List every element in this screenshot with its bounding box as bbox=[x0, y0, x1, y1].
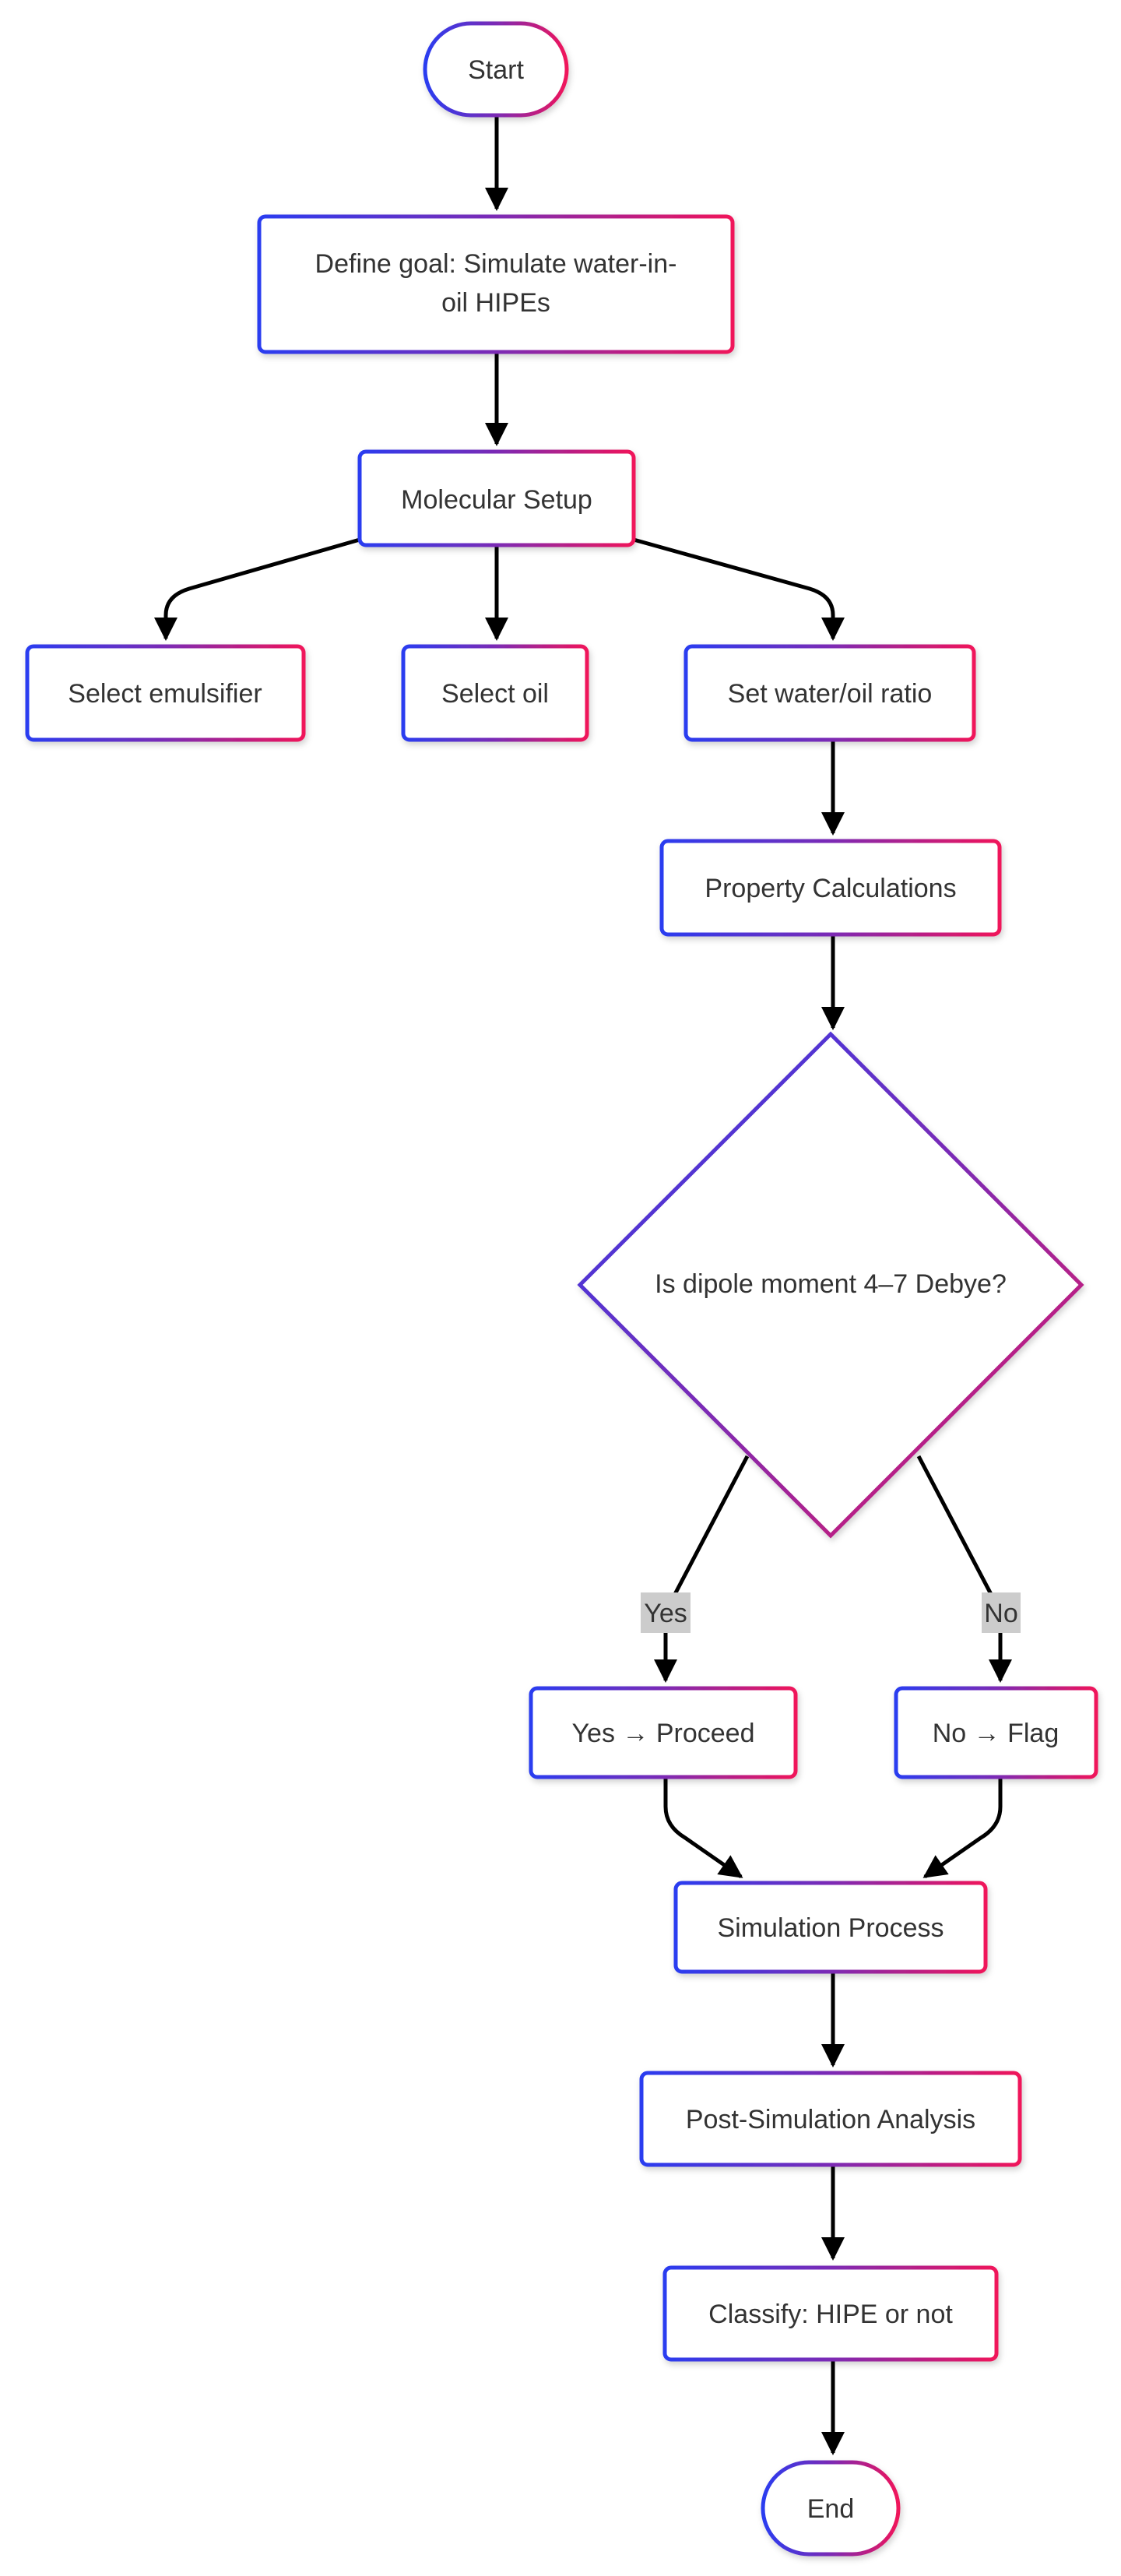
node-yes-proceed: Yes → Proceed bbox=[529, 1686, 798, 1779]
edge-no-flag-to-simulation bbox=[922, 1777, 1003, 1879]
node-set-ratio-label: Set water/oil ratio bbox=[728, 679, 933, 709]
node-select-oil-label: Select oil bbox=[441, 679, 549, 709]
node-define-goal-label-line2: oil HIPEs bbox=[441, 288, 550, 318]
node-decision: Is dipole moment 4–7 Debye? bbox=[577, 1031, 1084, 1539]
node-decision-label: Is dipole moment 4–7 Debye? bbox=[655, 1269, 1007, 1299]
edge-label-no-text: No bbox=[984, 1599, 1017, 1628]
node-set-ratio: Set water/oil ratio bbox=[683, 644, 976, 742]
node-no-flag-label: No → Flag bbox=[933, 1719, 1060, 1748]
node-classify-label: Classify: HIPE or not bbox=[708, 2300, 953, 2329]
edge-yes-proceed-to-simulation bbox=[663, 1777, 743, 1879]
node-end: End bbox=[761, 2460, 901, 2557]
node-simulation-process: Simulation Process bbox=[673, 1881, 988, 1974]
node-start-label: Start bbox=[468, 55, 524, 85]
node-define-goal-label-line1: Define goal: Simulate water-in- bbox=[315, 249, 677, 279]
node-simulation-process-label: Simulation Process bbox=[717, 1913, 944, 1943]
node-property-calculations-label: Property Calculations bbox=[705, 874, 956, 903]
node-yes-proceed-label: Yes → Proceed bbox=[572, 1719, 755, 1748]
node-molecular-setup-label: Molecular Setup bbox=[401, 485, 592, 515]
node-no-flag: No → Flag bbox=[894, 1686, 1098, 1779]
edge-label-no: No bbox=[982, 1592, 1021, 1633]
node-define-goal: Define goal: Simulate water-in- oil HIPE… bbox=[257, 214, 735, 354]
edge-decision-to-no-flag bbox=[916, 1455, 1012, 1683]
node-select-oil: Select oil bbox=[401, 644, 589, 742]
node-post-analysis-label: Post-Simulation Analysis bbox=[686, 2105, 975, 2134]
node-classify: Classify: HIPE or not bbox=[662, 2265, 999, 2362]
edge-label-yes-text: Yes bbox=[644, 1599, 687, 1628]
node-select-emulsifier: Select emulsifier bbox=[25, 644, 306, 742]
edge-setup-to-select-emulsifier bbox=[154, 537, 360, 641]
edge-label-yes: Yes bbox=[641, 1592, 691, 1633]
node-end-label: End bbox=[807, 2494, 855, 2524]
node-select-emulsifier-label: Select emulsifier bbox=[68, 679, 262, 709]
node-property-calculations: Property Calculations bbox=[659, 839, 1002, 937]
node-molecular-setup: Molecular Setup bbox=[357, 449, 636, 547]
node-start: Start bbox=[423, 21, 569, 118]
node-post-analysis: Post-Simulation Analysis bbox=[639, 2071, 1022, 2167]
edge-decision-to-yes-proceed bbox=[654, 1455, 750, 1683]
edge-setup-to-set-ratio bbox=[633, 537, 845, 641]
